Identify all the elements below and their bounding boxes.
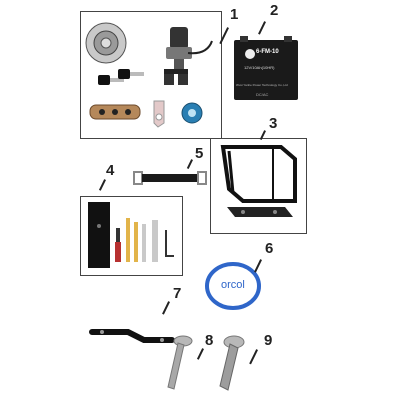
- callout-1: 1: [230, 6, 239, 23]
- lock-cylinder-icon: [181, 102, 203, 124]
- fuel-cap-icon: [85, 22, 127, 64]
- battery-box-drawing: [220, 145, 297, 217]
- battery-model-label: 6-FM-10: [256, 49, 279, 55]
- battery-strap-drawing: [133, 171, 207, 185]
- leader-8: [197, 348, 204, 360]
- lock-plate-icon: [89, 104, 141, 120]
- ignition-switch-set-drawing: [85, 22, 213, 128]
- leader-9: [249, 349, 258, 365]
- bolt-8-drawing: [167, 335, 193, 390]
- callout-5: 5: [195, 145, 204, 162]
- leader-4: [99, 179, 106, 191]
- bolt-9-drawing: [219, 335, 245, 391]
- callout-2: 2: [270, 2, 279, 19]
- callout-6: 6: [265, 240, 274, 257]
- tool-kit-drawing: [88, 202, 174, 268]
- callout-4: 4: [106, 162, 115, 179]
- callout-3: 3: [269, 115, 278, 132]
- battery-drawing: [234, 36, 298, 100]
- callout-7: 7: [173, 285, 182, 302]
- leader-2: [258, 21, 266, 35]
- battery-dcac-label: DC/AC: [256, 92, 269, 97]
- bracket-7-drawing: [89, 329, 175, 343]
- oring-label: orcol: [221, 279, 245, 291]
- oring-drawing: [205, 262, 261, 310]
- callout-8: 8: [205, 332, 214, 349]
- latch-icon: [153, 100, 165, 128]
- battery-maker-label: Wuxi Yanhe Power Technology Co.,Ltd: [236, 83, 288, 87]
- battery-spec-label: 12V/10Ah(10HR): [244, 65, 275, 70]
- bracket-icon: [164, 69, 188, 85]
- leader-7: [162, 301, 170, 315]
- callout-9: 9: [264, 332, 273, 349]
- keys-icon: [98, 69, 144, 85]
- ignition-barrel-icon: [166, 27, 213, 69]
